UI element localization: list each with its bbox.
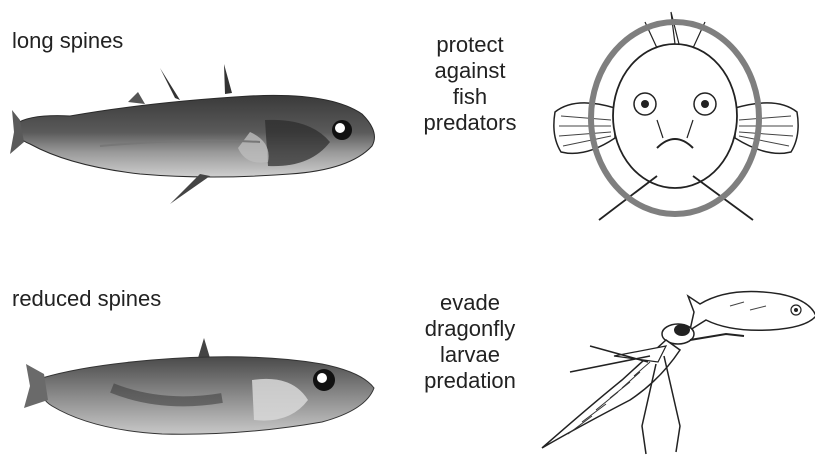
reduced-spine-stickleback-photo: [22, 338, 382, 444]
fish-predator-front-view-illustration: [545, 8, 805, 223]
reduced-spines-label: reduced spines: [12, 286, 161, 312]
evade-dragonfly-larvae-predation-text: evade dragonfly larvae predation: [400, 290, 540, 394]
dragonfly-larva-catching-fish-illustration: [530, 276, 815, 456]
long-spines-label: long spines: [12, 28, 123, 54]
protect-against-fish-predators-text: protect against fish predators: [400, 32, 540, 136]
long-spined-stickleback-photo: [10, 62, 385, 212]
